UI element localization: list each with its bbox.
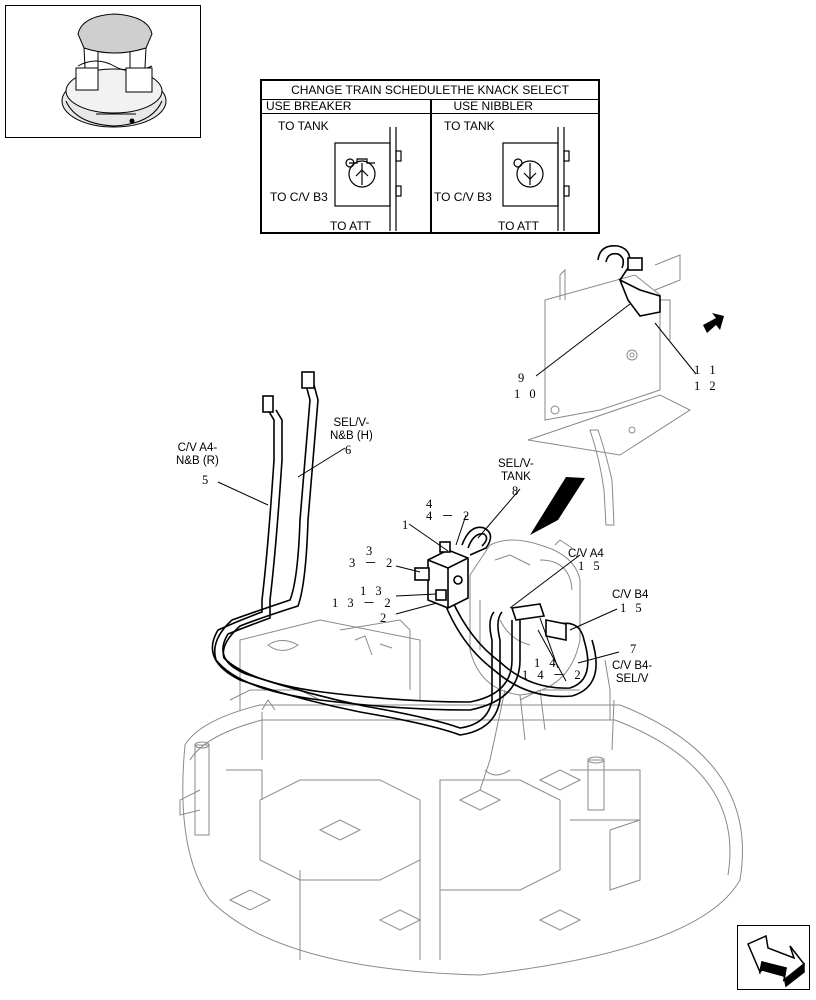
use-breaker-label: USE BREAKER xyxy=(266,99,352,113)
use-breaker-header: USE BREAKER xyxy=(262,99,430,114)
label-cv-a4-nb-r: C/V A4- N&B (R) xyxy=(176,442,219,468)
callout-15-b: 1 5 xyxy=(620,601,645,615)
breaker-to-cv-b3: TO C/V B3 xyxy=(270,190,328,204)
callout-12: 1 2 xyxy=(694,379,719,393)
label-line-2: TANK xyxy=(500,471,531,483)
callout-11: 1 1 xyxy=(694,363,719,377)
label-line-2: N&B (H) xyxy=(330,430,373,442)
label-line-1: C/V A4- xyxy=(177,442,218,454)
label-line-1: C/V B4- xyxy=(612,660,653,672)
next-page-button[interactable] xyxy=(737,925,810,990)
machine-thumbnail xyxy=(5,5,201,138)
nibbler-to-tank: TO TANK xyxy=(444,119,495,133)
label-sel-v-tank: SEL/V- TANK xyxy=(498,458,534,484)
callout-6: 6 xyxy=(345,443,355,457)
label-line-2: SEL/V xyxy=(615,673,649,685)
label-line-2: N&B (R) xyxy=(176,455,219,467)
callout-4: 4 xyxy=(426,497,436,511)
nibbler-to-att: TO ATT xyxy=(498,219,539,233)
breaker-to-att: TO ATT xyxy=(330,219,371,233)
callout-5: 5 xyxy=(202,473,212,487)
callout-4-2: 4 － 2 xyxy=(426,509,473,523)
breaker-to-tank: TO TANK xyxy=(278,119,329,133)
label-line-1: SEL/V- xyxy=(333,417,370,429)
use-nibbler-header: USE NIBBLER xyxy=(431,99,598,114)
callout-14: 1 4 xyxy=(534,656,559,670)
label-line-1: SEL/V- xyxy=(498,458,534,470)
excavator-upper-structure-icon xyxy=(61,13,167,128)
label-sel-v-nb-h: SEL/V- N&B (H) xyxy=(330,417,373,443)
callout-3-2: 3 － 2 xyxy=(349,556,396,570)
callout-13-2: 1 3 － 2 xyxy=(332,596,394,610)
callout-9: 9 xyxy=(518,371,528,385)
callout-10: 1 0 xyxy=(514,387,539,401)
callout-3: 3 xyxy=(366,544,376,558)
valve-symbols xyxy=(334,127,570,231)
label-cv-a4: C/V A4 xyxy=(568,548,604,560)
label-cv-b4-sel-v: C/V B4- SEL/V xyxy=(612,660,652,686)
callout-7: 7 xyxy=(630,642,640,656)
nibbler-to-cv-b3: TO C/V B3 xyxy=(434,190,492,204)
callout-2: 2 xyxy=(380,611,390,625)
use-nibbler-label: USE NIBBLER xyxy=(453,99,533,113)
next-page-arrow-icon xyxy=(747,934,806,988)
callout-1: 1 xyxy=(402,518,412,532)
column-divider xyxy=(430,99,432,232)
selector-schedule-table: CHANGE TRAIN SCHEDULETHE KNACK SELECT US… xyxy=(260,79,600,234)
callout-13: 1 3 xyxy=(360,584,385,598)
callout-15-a: 1 5 xyxy=(578,559,603,573)
label-cv-b4: C/V B4 xyxy=(612,589,649,601)
callout-8: 8 xyxy=(512,484,522,498)
callout-14-2: 1 4 － 2 xyxy=(522,668,584,682)
